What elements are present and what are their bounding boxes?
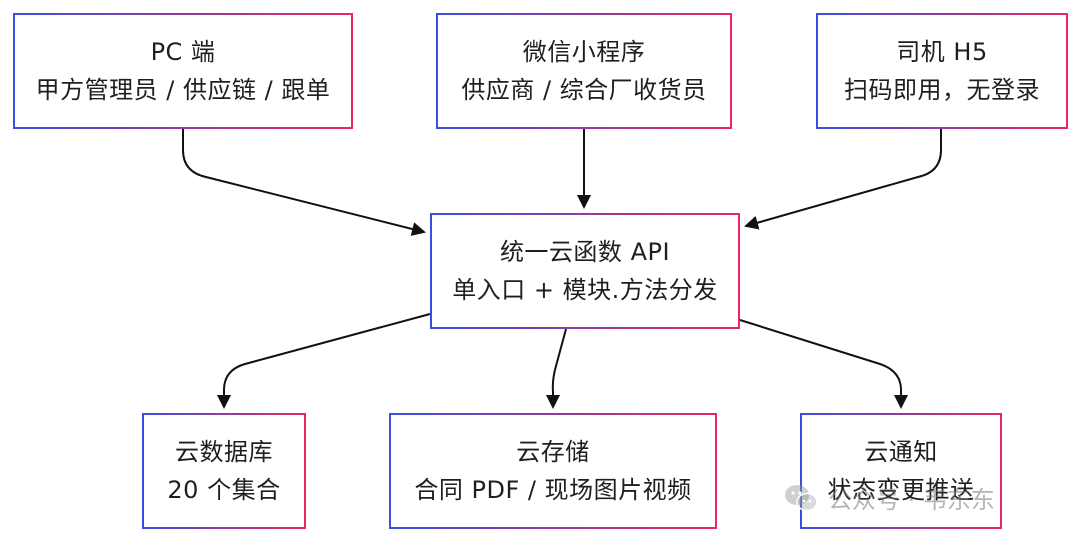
- node-api-title: 统一云函数 API: [499, 238, 671, 266]
- node-storage-title: 云存储: [516, 438, 590, 466]
- node-pc-title: PC 端: [150, 38, 216, 66]
- node-driver-desc: 扫码即用，无登录: [844, 76, 1040, 104]
- watermark: 公众号 · 韦东东: [784, 480, 995, 515]
- edge-api-to-storage: [546, 328, 567, 409]
- node-unified-api: 统一云函数 API 单入口 + 模块.方法分发: [430, 213, 740, 329]
- node-storage-desc: 合同 PDF / 现场图片视频: [414, 476, 692, 504]
- node-notify-desc: 状态变更推送: [827, 476, 975, 504]
- node-wechat-title: 微信小程序: [522, 38, 646, 66]
- watermark-text: 公众号 · 韦东东: [828, 486, 995, 514]
- edge-pc-to-api: [182, 129, 426, 236]
- node-cloud-database: 云数据库 20 个集合: [142, 413, 306, 529]
- node-driver-h5: 司机 H5 扫码即用，无登录: [816, 13, 1068, 129]
- node-wechat-miniprogram: 微信小程序 供应商 / 综合厂收货员: [436, 13, 732, 129]
- edge-driver-to-api: [744, 129, 942, 230]
- node-wechat-desc: 供应商 / 综合厂收货员: [461, 76, 707, 104]
- edge-api-to-notify: [739, 319, 908, 409]
- node-database-title: 云数据库: [175, 438, 273, 466]
- wechat-icon: [785, 484, 818, 511]
- node-cloud-notify: 云通知 状态变更推送: [800, 413, 1002, 529]
- edge-api-to-database: [217, 313, 431, 409]
- node-driver-title: 司机 H5: [896, 38, 988, 66]
- node-database-desc: 20 个集合: [167, 476, 281, 504]
- node-notify-title: 云通知: [864, 438, 938, 466]
- node-api-desc: 单入口 + 模块.方法分发: [452, 276, 718, 304]
- node-cloud-storage: 云存储 合同 PDF / 现场图片视频: [389, 413, 717, 529]
- node-pc-client: PC 端 甲方管理员 / 供应链 / 跟单: [13, 13, 353, 129]
- node-pc-desc: 甲方管理员 / 供应链 / 跟单: [35, 76, 331, 104]
